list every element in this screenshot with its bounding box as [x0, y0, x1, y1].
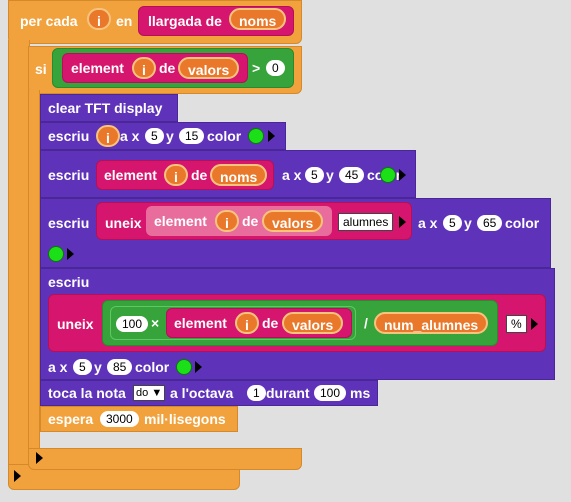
chevron-icon-4a [531, 318, 538, 330]
ax-label-3: a x [418, 215, 438, 231]
chevron-icon-2 [399, 169, 406, 181]
of-label-4: de [262, 315, 279, 331]
list-variable-noms[interactable]: noms [229, 8, 287, 30]
octave-input[interactable]: 1 [247, 385, 266, 401]
clear-tft-block[interactable] [40, 94, 178, 122]
x-input-1[interactable]: 5 [145, 128, 164, 144]
x-input-4[interactable]: 5 [73, 359, 92, 375]
wait-unit-label: mil·lisegons [144, 411, 226, 427]
num-alumnes-variable[interactable]: num_alumnes [374, 312, 489, 334]
if-footer-chevron-icon [36, 452, 43, 464]
of-label: de [159, 60, 176, 76]
join-label-4: uneix [57, 316, 94, 332]
octave-label: a l'octava [170, 385, 234, 401]
ax-label-2: a x [282, 167, 302, 183]
list-variable-valors-3[interactable]: valors [262, 210, 324, 232]
color-swatch-1[interactable] [248, 128, 264, 144]
duration-input[interactable]: 100 [314, 385, 347, 401]
write-label-2: escriu [48, 167, 90, 183]
y-label-4: y [94, 359, 102, 375]
text-input-percent[interactable]: % [506, 315, 527, 333]
list-variable-valors[interactable]: valors [178, 57, 240, 79]
list-variable-valors-4[interactable]: valors [282, 312, 344, 334]
y-label-1: y [166, 128, 174, 144]
color-label-4: color [135, 359, 170, 375]
ax-label-1: a x [120, 128, 140, 144]
if-footer[interactable] [28, 448, 302, 470]
y-input-2[interactable]: 45 [339, 167, 365, 183]
loop-variable[interactable]: i [87, 8, 111, 30]
x-input-2[interactable]: 5 [305, 167, 324, 183]
operator-greater-than[interactable]: > [252, 60, 261, 76]
divide-operator[interactable]: / [364, 315, 368, 331]
multiplier-input[interactable]: 100 [116, 316, 149, 332]
tone-label: toca la nota [48, 385, 126, 401]
note-value: do [136, 387, 149, 399]
y-input-1[interactable]: 15 [179, 128, 205, 144]
color-label-1: color [207, 128, 242, 144]
element-label: element [71, 60, 124, 76]
of-label-2: de [191, 167, 208, 183]
write-block-1[interactable] [40, 122, 286, 150]
length-of-label: llargada de [148, 13, 222, 29]
element-label-2: element [104, 167, 157, 183]
wait-block[interactable] [40, 406, 238, 432]
index-variable-3[interactable]: i [215, 210, 239, 232]
chevron-icon-3b [67, 248, 74, 260]
for-each-spine [8, 40, 30, 470]
clear-tft-label: clear TFT display [48, 100, 163, 116]
color-label-3: color [505, 215, 540, 231]
wait-input[interactable]: 3000 [100, 411, 139, 427]
of-label-3: de [242, 213, 259, 229]
wait-label: espera [48, 411, 94, 427]
y-label-3: y [464, 215, 472, 231]
y-input-4[interactable]: 85 [107, 359, 133, 375]
index-variable-4[interactable]: i [235, 312, 259, 334]
chevron-icon-4b [195, 361, 202, 373]
ax-label-4: a x [48, 359, 68, 375]
y-label-2: y [326, 167, 334, 183]
ms-label: ms [350, 385, 371, 401]
index-variable-2[interactable]: i [164, 164, 188, 186]
if-label: si [35, 61, 47, 77]
dropdown-arrow-icon: ▼ [151, 387, 163, 399]
write-label-1: escriu [48, 128, 90, 144]
note-dropdown[interactable]: do ▼ [133, 385, 166, 401]
y-input-3[interactable]: 65 [477, 215, 503, 231]
index-variable[interactable]: i [132, 57, 156, 79]
multiply-operator[interactable]: × [151, 315, 160, 331]
loop-footer-chevron-icon [14, 470, 21, 482]
chevron-icon-1 [268, 130, 275, 142]
comparison-value[interactable]: 0 [266, 60, 285, 76]
write-value-variable[interactable]: i [96, 125, 120, 147]
write-label-4: escriu [48, 274, 90, 290]
element-label-3: element [154, 213, 207, 229]
color-swatch-2[interactable] [380, 167, 396, 183]
if-spine [28, 90, 40, 452]
text-input-alumnes[interactable]: alumnes [338, 213, 394, 231]
list-variable-noms-2[interactable]: noms [210, 164, 268, 186]
element-label-4: element [174, 315, 227, 331]
chevron-icon-3a [399, 216, 406, 228]
duration-label: durant [266, 385, 310, 401]
x-input-3[interactable]: 5 [443, 215, 462, 231]
write-label-3: escriu [48, 215, 90, 231]
for-each-in-label: en [116, 13, 133, 29]
color-swatch-3[interactable] [48, 246, 64, 262]
join-label-3: uneix [105, 215, 142, 231]
for-each-label: per cada [20, 13, 78, 29]
color-swatch-4[interactable] [176, 359, 192, 375]
